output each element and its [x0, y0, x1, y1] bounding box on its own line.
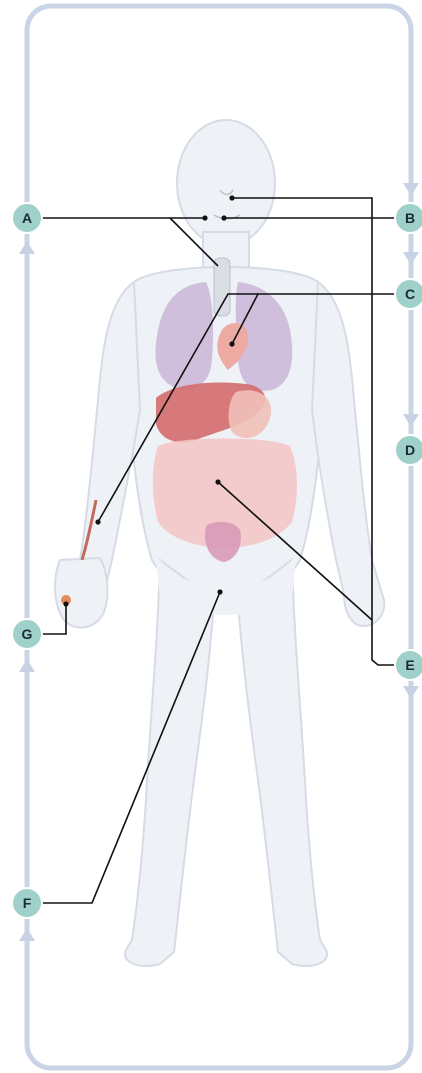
dot [229, 341, 234, 346]
right-leg [125, 560, 214, 966]
dot [215, 479, 220, 484]
label-a-text: A [22, 210, 32, 226]
arrow-up-icon [19, 241, 35, 254]
label-b-text: B [405, 210, 415, 226]
arrow-up-icon [19, 928, 35, 941]
arrow-down-icon [403, 252, 419, 265]
dot [202, 215, 207, 220]
trachea [214, 258, 230, 316]
label-d: D [395, 435, 422, 465]
dot [217, 589, 222, 594]
label-c-text: C [405, 286, 415, 302]
label-e-text: E [405, 657, 414, 673]
dot [229, 195, 234, 200]
head [177, 120, 275, 246]
label-e: E [395, 650, 422, 680]
arrow-down-icon [403, 686, 419, 699]
dot [95, 519, 100, 524]
dot [221, 215, 226, 220]
label-a: A [12, 203, 42, 233]
left-arm [312, 282, 384, 626]
label-f: F [12, 888, 42, 918]
arrow-up-icon [19, 659, 35, 672]
label-g: G [12, 619, 42, 649]
label-d-text: D [405, 442, 415, 458]
label-c: C [395, 279, 422, 309]
arrow-down-icon [403, 183, 419, 196]
label-b: B [395, 203, 422, 233]
left-leg [238, 560, 327, 966]
label-g-text: G [22, 626, 33, 642]
right-hand [55, 558, 107, 628]
arrow-down-icon [403, 414, 419, 427]
dot [63, 601, 68, 606]
label-f-text: F [23, 895, 32, 911]
